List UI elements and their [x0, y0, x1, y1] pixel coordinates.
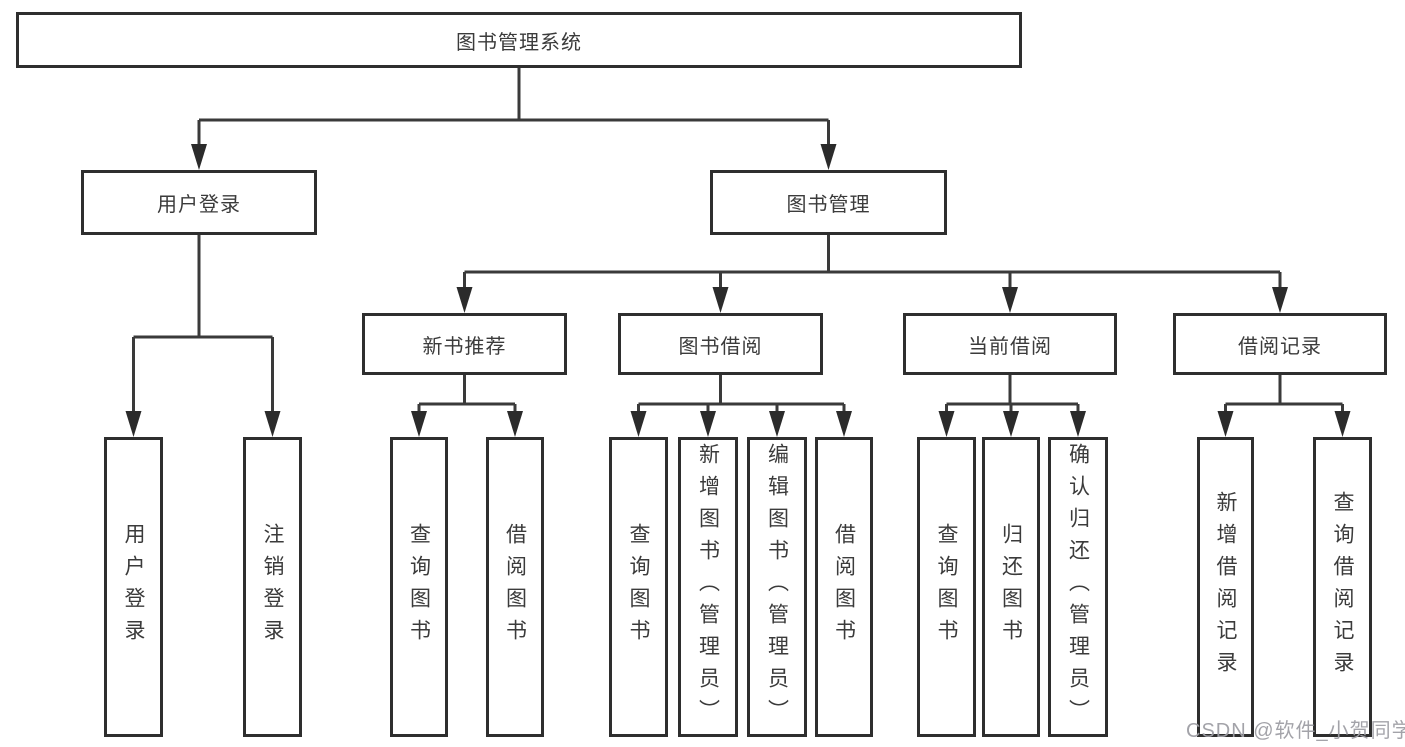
- connector-current: [945, 375, 1080, 413]
- node-leaf-add-borrow-record: 新增借阅记录: [1197, 437, 1254, 737]
- node-leaf-add-books-admin: 新增图书（管理员）: [678, 437, 738, 737]
- node-leaf-logout: 注销登录: [243, 437, 302, 737]
- node-label: 用户登录: [157, 194, 241, 216]
- node-label: 查询借阅记录: [1331, 491, 1354, 683]
- node-leaf-confirm-return-admin: 确认归还（管理员）: [1048, 437, 1108, 737]
- node-label: 新增借阅记录: [1214, 491, 1237, 683]
- node-leaf-query-books-current: 查询图书: [917, 437, 976, 737]
- node-leaf-return-books: 归还图书: [982, 437, 1040, 737]
- node-leaf-user-login: 用户登录: [104, 437, 163, 737]
- connector-book-mgmt: [463, 235, 1282, 289]
- node-leaf-query-books-borrow: 查询图书: [609, 437, 668, 737]
- connector-records: [1224, 375, 1344, 413]
- node-label: 图书借阅: [678, 335, 763, 358]
- node-leaf-borrow-books-newbooks: 借阅图书: [486, 437, 544, 737]
- node-borrow-records: 借阅记录: [1173, 313, 1387, 375]
- node-label: 确认归还（管理员）: [1066, 443, 1090, 731]
- node-leaf-edit-books-admin: 编辑图书（管理员）: [747, 437, 807, 737]
- csdn-watermark: CSDN @软件_小贺同学: [1186, 720, 1405, 742]
- node-label: 图书管理系统: [456, 31, 582, 54]
- node-leaf-borrow-books: 借阅图书: [815, 437, 873, 737]
- node-label: 编辑图书（管理员）: [765, 443, 789, 731]
- node-label: 借阅图书: [832, 523, 856, 651]
- node-book-borrow: 图书借阅: [618, 313, 823, 375]
- node-new-book-recommend: 新书推荐: [362, 313, 567, 375]
- node-label: 查询图书: [407, 523, 431, 651]
- node-label: 查询图书: [627, 523, 650, 651]
- node-current-borrow: 当前借阅: [903, 313, 1117, 375]
- node-label: 新增图书（管理员）: [696, 443, 720, 731]
- node-label: 当前借阅: [968, 335, 1052, 358]
- node-label: 注销登录: [261, 523, 284, 651]
- connector-root: [197, 68, 830, 146]
- node-leaf-query-borrow-record: 查询借阅记录: [1313, 437, 1372, 737]
- arrowheads: [125, 144, 1351, 437]
- connector-borrow: [637, 375, 846, 413]
- node-label: 用户登录: [122, 523, 145, 651]
- node-label: 新书推荐: [422, 335, 507, 358]
- node-label: 借阅记录: [1238, 335, 1322, 358]
- node-label: 图书管理: [786, 194, 871, 216]
- node-library-management-system: 图书管理系统: [16, 12, 1022, 68]
- connector-user-login: [132, 235, 274, 413]
- node-leaf-query-books-newbooks: 查询图书: [390, 437, 448, 737]
- node-book-management: 图书管理: [710, 170, 947, 235]
- node-user-login: 用户登录: [81, 170, 317, 235]
- node-label: 归还图书: [999, 523, 1023, 651]
- node-label: 查询图书: [935, 523, 958, 651]
- connector-new-books: [417, 375, 517, 413]
- node-label: 借阅图书: [503, 523, 527, 651]
